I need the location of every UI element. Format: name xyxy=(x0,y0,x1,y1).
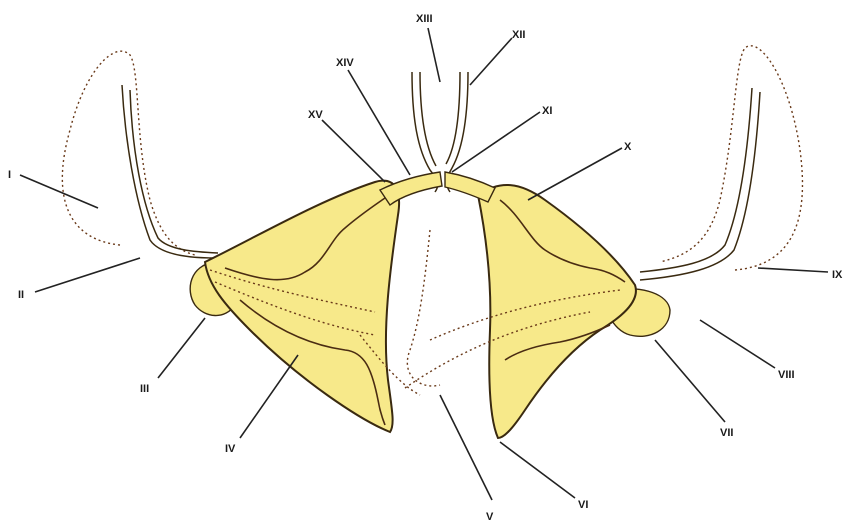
left-sac-duct-inner xyxy=(130,90,218,253)
label-XI: XI xyxy=(542,105,552,117)
leader-I xyxy=(20,175,98,208)
leader-XII xyxy=(470,38,512,85)
leader-II xyxy=(35,258,140,292)
central-connector-right xyxy=(445,172,495,202)
central-duct-right-2 xyxy=(446,72,460,164)
right-sac-duct xyxy=(640,88,752,272)
label-VII: VII xyxy=(720,427,733,439)
label-V: V xyxy=(486,511,494,523)
label-X: X xyxy=(624,141,632,153)
left-sac-duct xyxy=(122,85,215,258)
label-IV: IV xyxy=(225,443,236,455)
label-I: I xyxy=(8,169,11,181)
leader-VII xyxy=(655,340,725,422)
leader-XIV xyxy=(348,70,410,175)
leader-IX xyxy=(758,268,828,272)
label-XIV: XIV xyxy=(336,57,354,69)
leader-VI xyxy=(500,442,575,498)
leader-X xyxy=(528,148,622,200)
label-VIII: VIII xyxy=(778,369,795,381)
leader-XIII xyxy=(428,28,440,82)
left-main-lobe xyxy=(205,181,399,432)
label-XII: XII xyxy=(512,29,525,41)
leader-XV xyxy=(322,120,385,182)
right-dotted-sac xyxy=(660,46,802,270)
leader-V xyxy=(440,395,492,500)
right-sac-duct-inner xyxy=(640,92,760,280)
label-XIII: XIII xyxy=(416,13,433,25)
leader-IV xyxy=(240,355,298,438)
label-III: III xyxy=(140,383,149,395)
right-main-lobe xyxy=(478,185,636,438)
central-dotted-outline xyxy=(407,230,440,386)
label-XV: XV xyxy=(308,109,323,121)
leader-VIII xyxy=(700,320,775,368)
label-II: II xyxy=(18,289,24,301)
leader-III xyxy=(158,318,205,378)
label-VI: VI xyxy=(578,499,588,511)
label-IX: IX xyxy=(832,269,843,281)
central-connector-left xyxy=(380,172,442,205)
